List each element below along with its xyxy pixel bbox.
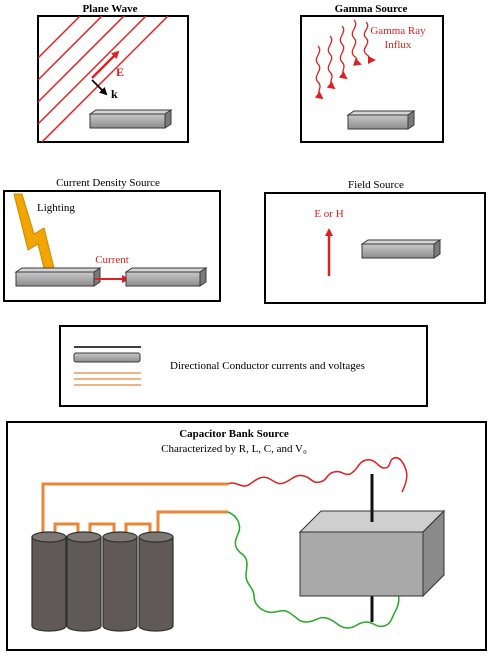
legend-frame: [59, 325, 428, 407]
k-vector-arrow-icon: [91, 79, 108, 96]
plane-wave-panel: Plane Wave E k: [37, 3, 189, 143]
field-source-panel: Field Source E or H: [264, 179, 486, 304]
gamma-influx-line1: Gamma Ray: [370, 25, 426, 37]
capacitor-bank-title: Capacitor Bank Source: [179, 428, 289, 440]
green-wire: [227, 511, 400, 629]
current-density-conductor-right: [124, 267, 208, 287]
gamma-influx-line2: Influx: [385, 39, 412, 51]
gamma-conductor: [346, 110, 416, 130]
capacitor-bank-panel: Capacitor Bank Source Characterized by R…: [6, 421, 487, 651]
current-density-title: Current Density Source: [56, 177, 160, 189]
field-source-title: Field Source: [348, 179, 404, 191]
capacitor-2: [66, 537, 102, 632]
capacitor-cells: [31, 531, 174, 632]
field-label: E or H: [314, 208, 343, 220]
target-box: [298, 509, 446, 598]
plane-wave-conductor: [88, 109, 173, 129]
current-label: Current: [95, 254, 129, 266]
gamma-source-title: Gamma Source: [335, 3, 408, 15]
field-source-conductor: [360, 239, 442, 259]
orange-wiring: [41, 482, 228, 536]
e-label: E: [116, 65, 124, 79]
lighting-label: Lighting: [37, 202, 75, 214]
legend-orange-lines: [74, 372, 141, 386]
red-wire: [227, 456, 408, 493]
legend-conductor: [73, 352, 141, 363]
e-field-arrow-icon: [91, 50, 120, 79]
legend-description: Directional Conductor currents and volta…: [170, 360, 365, 372]
capacitor-4: [138, 537, 174, 632]
capacitor-1: [31, 537, 67, 632]
gamma-rays: [314, 19, 376, 100]
plane-wave-title: Plane Wave: [82, 3, 137, 15]
k-label: k: [111, 87, 118, 101]
legend-panel: Directional Conductor currents and volta…: [59, 325, 428, 407]
current-density-panel: Current Density Source Lighting Current: [3, 177, 221, 302]
wavefront-lines: [38, 16, 169, 142]
capacitor-3: [102, 537, 138, 632]
gamma-source-panel: Gamma Source Gamma Ray Influx: [300, 3, 444, 143]
current-density-conductor-left: [14, 267, 102, 287]
capacitor-bank-subtitle: Characterized by R, L, C, and V₀: [161, 443, 307, 455]
